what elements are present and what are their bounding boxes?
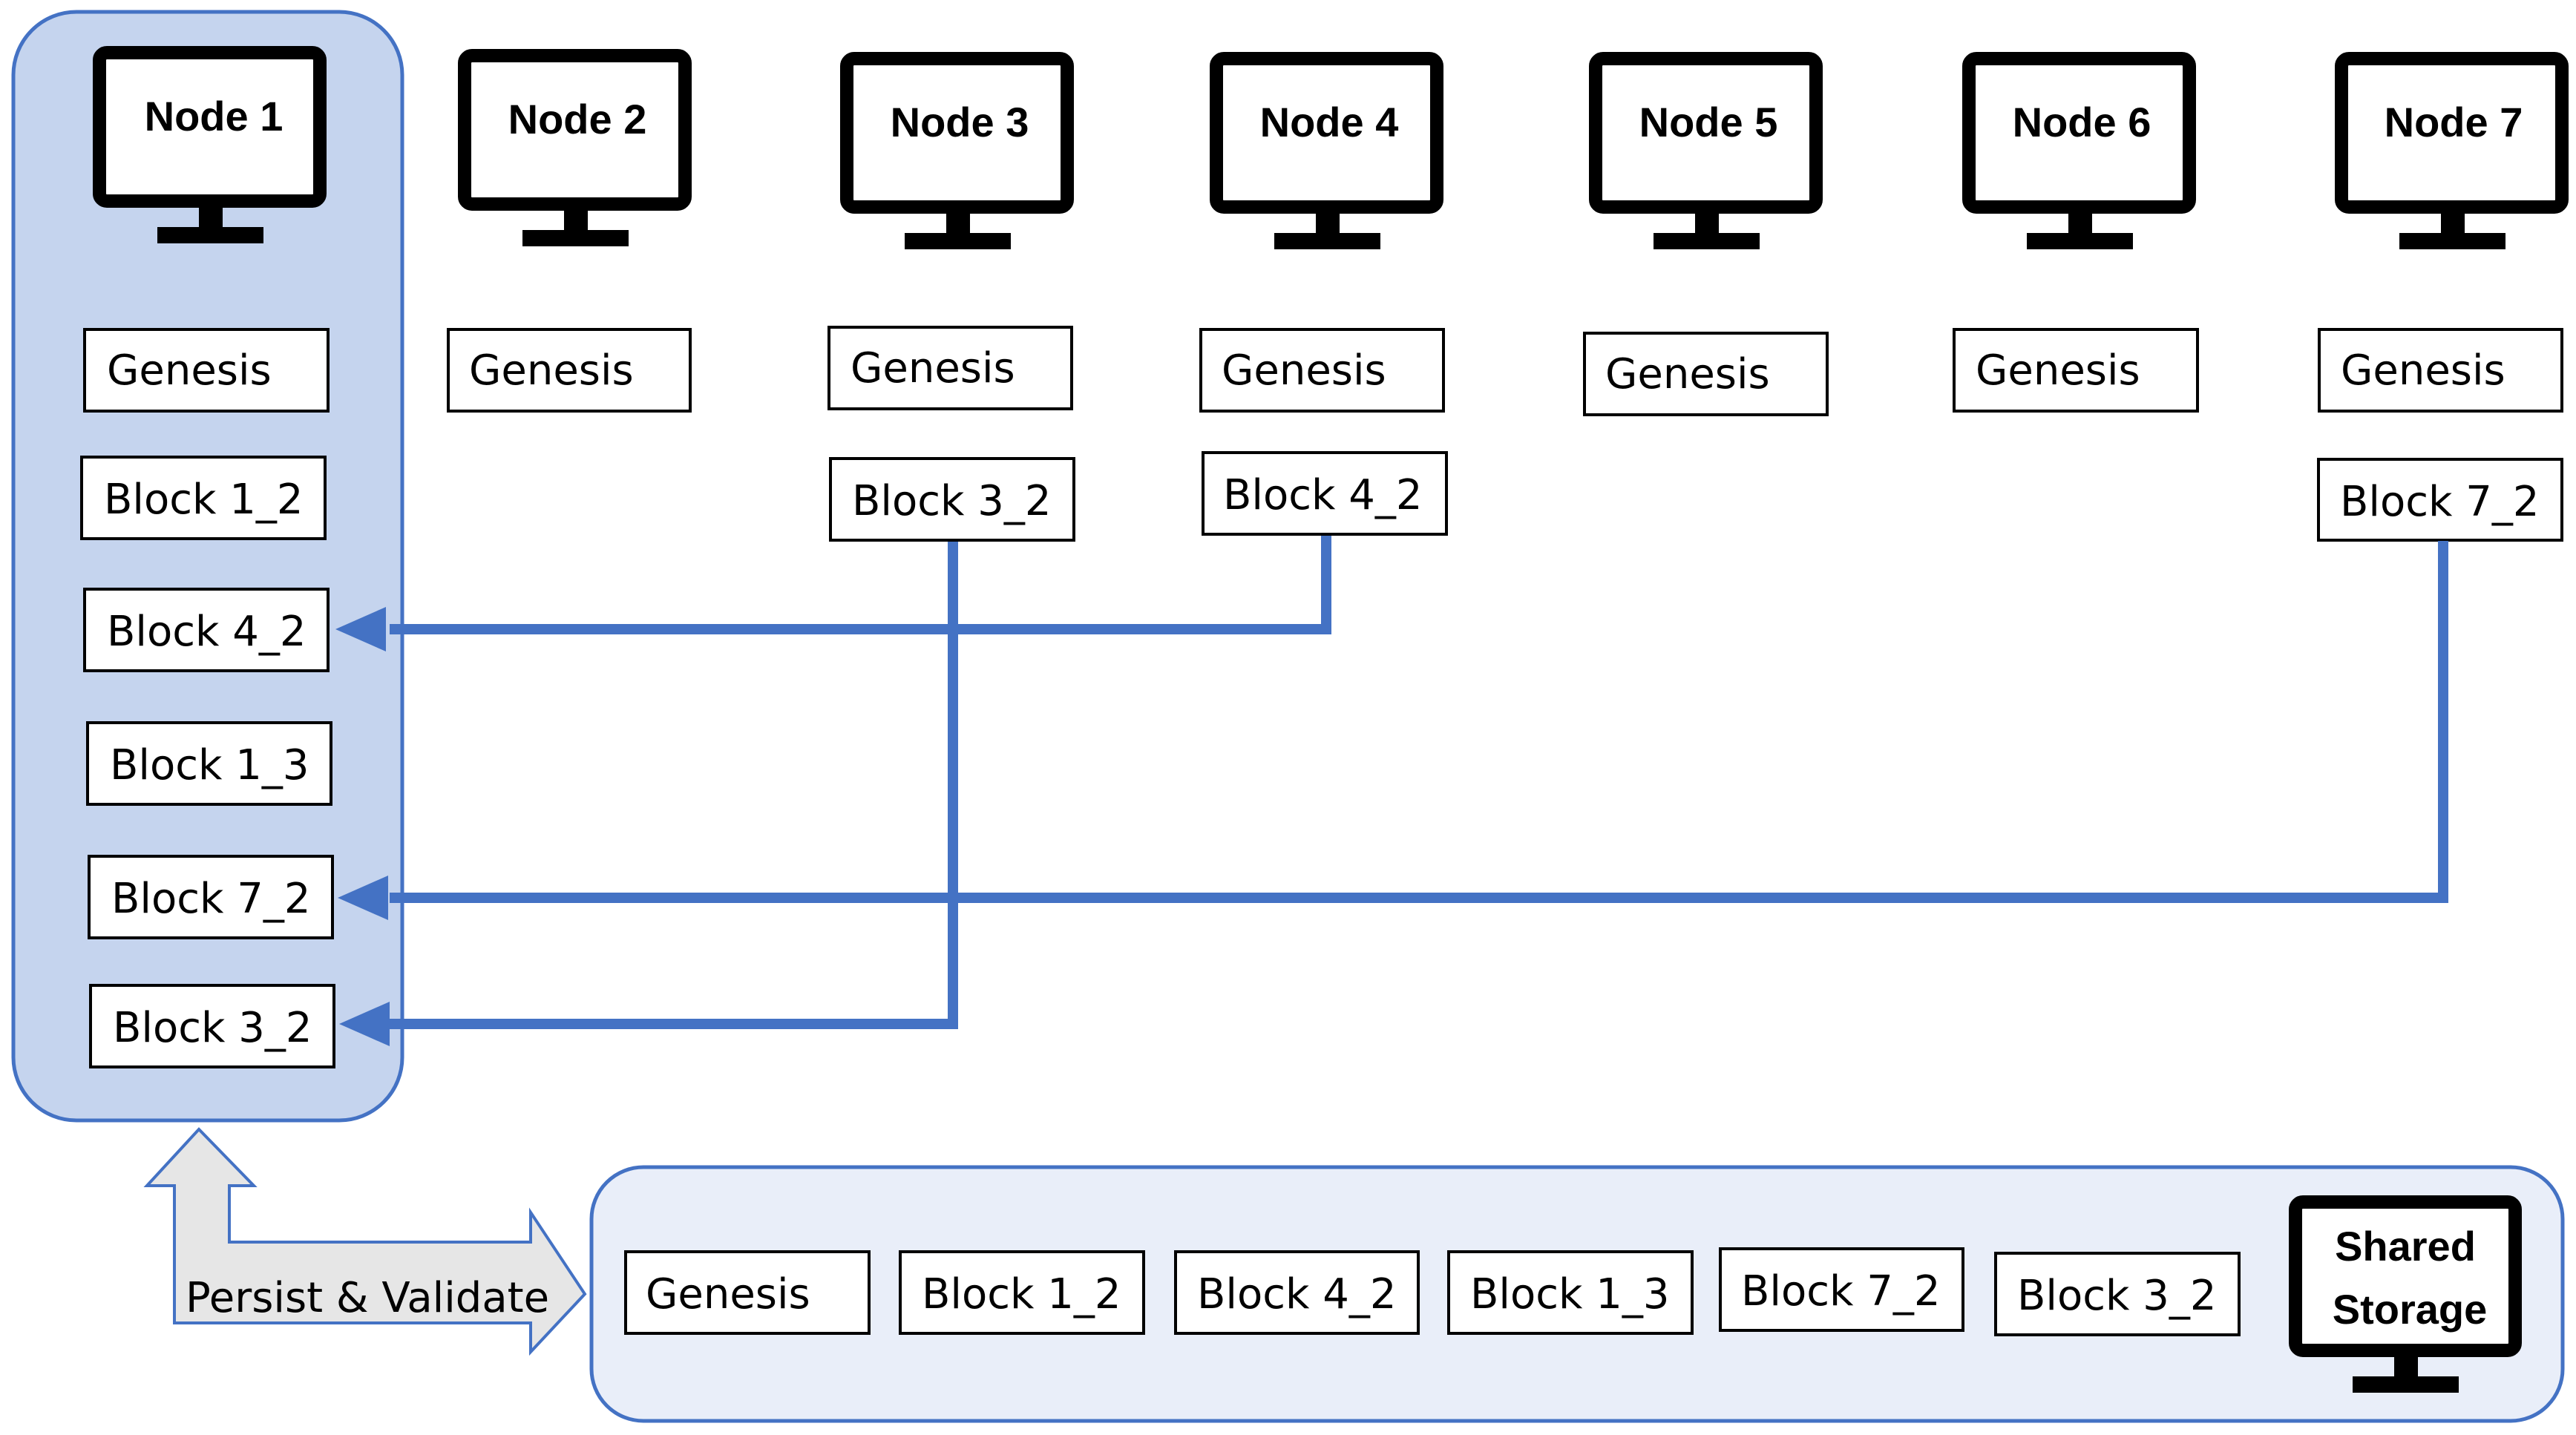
block-label: Block 4_2 [107, 608, 307, 656]
shared-storage-label-line2: Storage [2333, 1286, 2488, 1333]
storage-block: Block 3_2 [1994, 1252, 2241, 1336]
block: Genesis [83, 328, 330, 413]
storage-block: Block 1_2 [899, 1250, 1145, 1335]
block-label: Genesis [646, 1270, 810, 1319]
node-5: Node 5 [1589, 52, 1823, 249]
block-label: Block 4_2 [1223, 471, 1423, 519]
transfer-arrow-node4 [335, 536, 1331, 651]
block-label: Genesis [469, 347, 634, 395]
shared-storage-node: Shared Storage [2289, 1195, 2522, 1393]
persist-validate-arrow: Persist & Validate [143, 1127, 587, 1356]
transfer-arrow-node3 [339, 542, 958, 1046]
node-label: Node 1 [145, 93, 284, 139]
block-label: Block 1_3 [1470, 1270, 1670, 1319]
node-label: Node 3 [891, 99, 1029, 145]
block: Block 7_2 [2317, 458, 2563, 542]
block: Block 4_2 [83, 588, 330, 672]
node1-panel [11, 10, 404, 1123]
block-label: Genesis [107, 347, 272, 395]
node-1: Node 1 [93, 46, 327, 243]
monitor-icon [840, 52, 1074, 249]
block: Genesis [827, 326, 1073, 410]
block: Genesis [1583, 332, 1829, 416]
block-label: Genesis [1605, 350, 1770, 398]
block: Block 3_2 [89, 984, 335, 1068]
node-label: Node 4 [1260, 99, 1399, 145]
block-label: Block 7_2 [2340, 478, 2540, 526]
monitor-icon [2289, 1195, 2522, 1393]
node-label: Node 2 [508, 96, 647, 142]
block-label: Block 4_2 [1197, 1270, 1397, 1319]
transfer-arrow-node7 [338, 541, 2448, 920]
monitor-icon [1962, 52, 2196, 249]
node-label: Node 7 [2385, 99, 2523, 145]
block: Genesis [447, 328, 692, 413]
monitor-icon [2335, 52, 2569, 249]
block-label: Genesis [1976, 347, 2140, 395]
persist-validate-label: Persist & Validate [186, 1274, 549, 1322]
block-label: Block 7_2 [1741, 1267, 1941, 1316]
node-label: Node 5 [1639, 99, 1778, 145]
monitor-icon [458, 49, 692, 246]
block-label: Block 1_3 [110, 741, 309, 789]
node-3: Node 3 [840, 52, 1074, 249]
block-label: Block 3_2 [852, 477, 1052, 525]
block: Block 1_2 [80, 456, 327, 540]
block: Block 3_2 [829, 457, 1075, 542]
shared-storage-label-line1: Shared [2335, 1223, 2476, 1270]
block-label: Genesis [1222, 347, 1386, 395]
block: Block 1_3 [86, 721, 332, 806]
node-4: Node 4 [1210, 52, 1443, 249]
storage-block: Block 1_3 [1447, 1250, 1694, 1335]
block: Genesis [1953, 328, 2199, 413]
block-label: Block 3_2 [113, 1004, 312, 1052]
monitor-icon [1210, 52, 1443, 249]
block: Block 4_2 [1202, 451, 1448, 536]
block-label: Genesis [851, 344, 1015, 393]
block: Genesis [1199, 328, 1445, 413]
storage-block: Block 7_2 [1719, 1247, 1964, 1332]
monitor-icon [1589, 52, 1823, 249]
node-6: Node 6 [1962, 52, 2196, 249]
block-label: Block 7_2 [111, 875, 311, 923]
node-2: Node 2 [458, 49, 692, 246]
storage-block: Genesis [624, 1250, 871, 1335]
node-7: Node 7 [2335, 52, 2569, 249]
block-label: Genesis [2341, 347, 2505, 395]
storage-block: Block 4_2 [1174, 1250, 1420, 1335]
block: Block 7_2 [88, 855, 334, 939]
node-label: Node 6 [2013, 99, 2151, 145]
block-label: Block 1_2 [104, 476, 304, 524]
block-label: Block 1_2 [922, 1270, 1121, 1319]
block: Genesis [2318, 328, 2563, 413]
monitor-icon [93, 46, 327, 243]
block-label: Block 3_2 [2017, 1272, 2217, 1320]
